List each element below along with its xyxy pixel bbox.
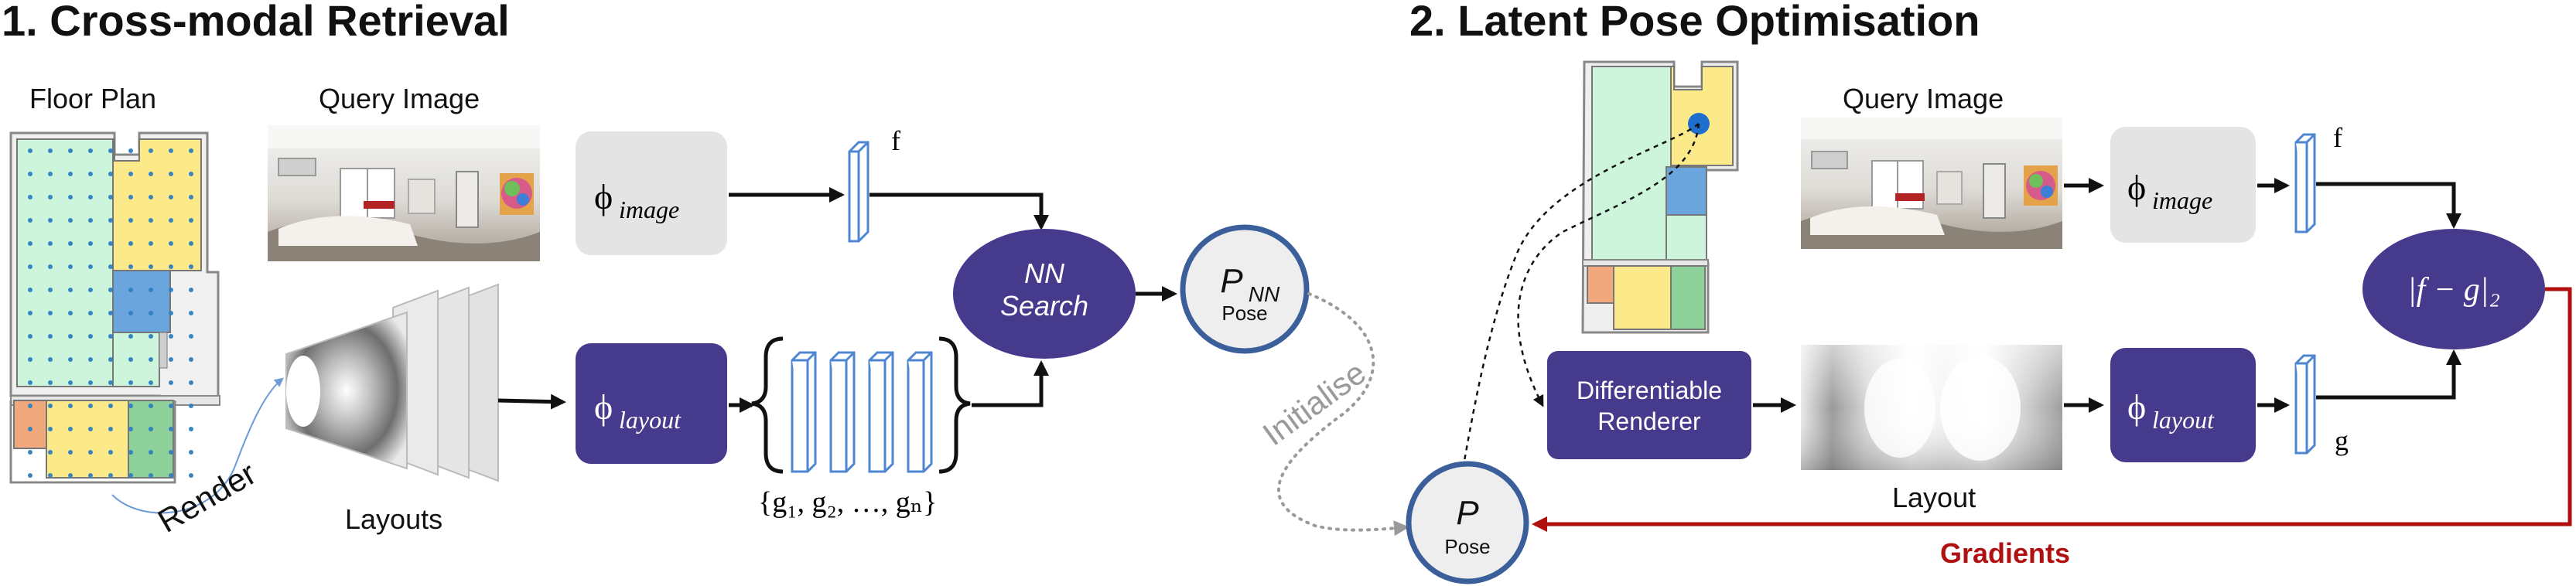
loss-label: |f − g|₂: [2407, 272, 2500, 308]
renderer-line2: Renderer: [1597, 407, 1701, 435]
feature-f-label-2: f: [2333, 122, 2342, 153]
phi-image-box-2: ϕ image: [2110, 127, 2256, 243]
floor-plan-right: [1581, 60, 1739, 334]
layouts-label: Layouts: [345, 503, 442, 535]
pose-symbol: P: [1456, 494, 1479, 532]
phi-image-box-1: ϕ image: [576, 131, 727, 255]
feature-f-1: [848, 141, 869, 243]
pose-nn-node: P NN Pose: [1180, 224, 1310, 354]
phi-image-symbol-2: ϕ: [2127, 168, 2146, 207]
differentiable-renderer-box: Differentiable Renderer: [1547, 351, 1751, 459]
pose-dashed-link-1: [1461, 123, 1700, 474]
gradients-arrow: [1532, 287, 2572, 532]
pose-node: P Pose: [1406, 461, 1529, 584]
phi-layout-box-1: ϕ layout: [576, 343, 727, 464]
phi-layout-box-2: ϕ layout: [2110, 348, 2256, 462]
pose-nn-symbol: P: [1220, 262, 1243, 300]
floor-plan-left: [9, 131, 220, 484]
section1-title: 1. Cross-modal Retrieval: [2, 0, 510, 45]
pose-nn-caption: Pose: [1221, 302, 1267, 325]
feature-set: [751, 336, 971, 474]
arrow-f2-to-loss: [2316, 182, 2462, 229]
query-image-label-1: Query Image: [319, 83, 480, 114]
query-image-label-2: Query Image: [1843, 83, 2004, 114]
renderer-line1: Differentiable: [1577, 376, 1722, 404]
feature-f-label-1: f: [891, 125, 900, 156]
phi-layout-symbol-2: ϕ: [2127, 387, 2146, 427]
arrow-set-to-nn: [972, 360, 1049, 407]
feature-f-2: [2294, 133, 2316, 233]
phi-image-sub-2: image: [2152, 186, 2212, 214]
section2-title: 2. Latent Pose Optimisation: [1409, 0, 1980, 45]
feature-g-label: g: [2335, 425, 2349, 456]
floor-plan-label: Floor Plan: [29, 83, 156, 114]
feature-g: [2294, 354, 2316, 455]
query-image-2: [1801, 118, 2062, 249]
layout-label: Layout: [1892, 482, 1976, 513]
phi-image-symbol-1: ϕ: [594, 177, 613, 216]
nn-search-line2: Search: [1000, 290, 1088, 322]
arrow-g-to-loss: [2316, 349, 2462, 400]
nn-search-line1: NN: [1024, 257, 1065, 289]
nn-search-node: NN Search: [953, 229, 1136, 359]
pose-dashed-link-2: [1517, 123, 1700, 407]
feature-set-label: {g₁, g₂, …, gₙ}: [758, 486, 937, 519]
phi-image-sub-1: image: [619, 196, 679, 223]
query-image-1: [268, 125, 540, 261]
layouts-stack: [285, 283, 499, 482]
phi-layout-sub-2: layout: [2152, 406, 2215, 434]
arrow-f-to-nn: [869, 192, 1049, 230]
gradients-label: Gradients: [1940, 537, 2070, 569]
phi-layout-symbol-1: ϕ: [594, 387, 613, 427]
initialise-arrow: [1277, 292, 1409, 537]
pose-caption: Pose: [1444, 535, 1490, 558]
render-arrow: [111, 377, 284, 514]
loss-node: |f − g|₂: [2362, 229, 2545, 349]
phi-layout-sub-1: layout: [619, 406, 682, 434]
pose-nn-sub: NN: [1249, 282, 1280, 306]
arrow-layouts-to-phi: [497, 394, 566, 410]
layout-render-image: [1801, 345, 2062, 470]
